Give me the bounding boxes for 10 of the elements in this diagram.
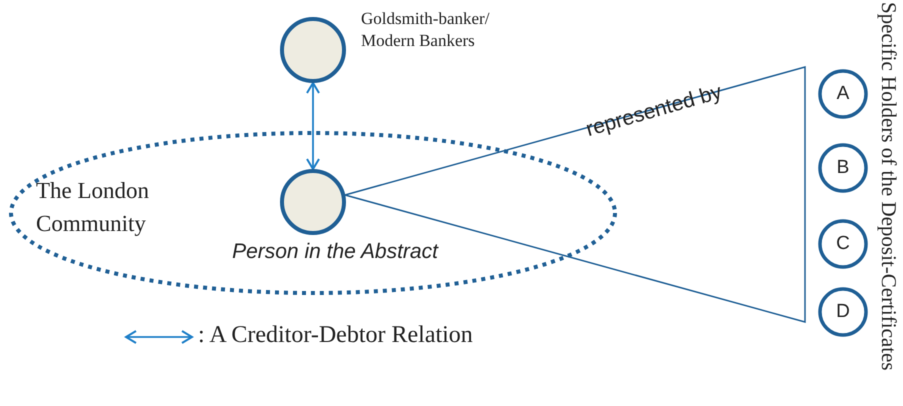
node-label: D [835, 300, 851, 324]
node-label: A [836, 82, 850, 106]
double-arrow [306, 82, 320, 170]
node-label: Goldsmith-banker/ Modern Bankers [361, 8, 490, 52]
node-label: The London Community [36, 177, 150, 238]
legend-text: : A Creditor-Debtor Relation [198, 322, 473, 349]
node-label: C [835, 232, 851, 256]
vertical-label: Specific Holders of the Deposit-Certificates [877, 2, 901, 371]
node-label: Person in the Abstract [231, 240, 440, 264]
node-label: B [836, 156, 850, 180]
